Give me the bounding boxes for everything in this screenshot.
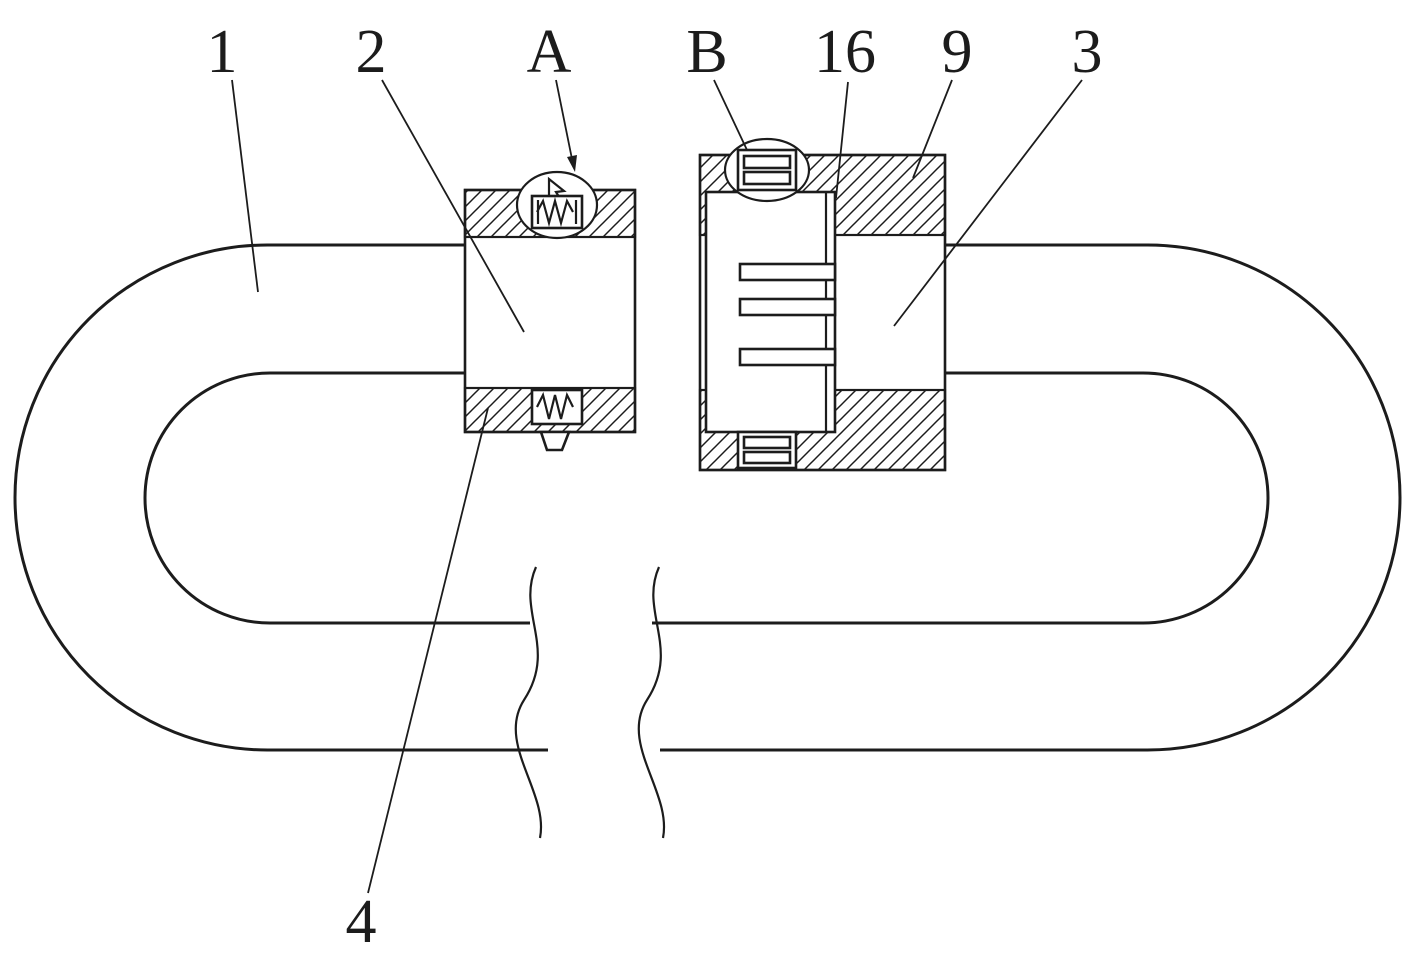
leader-line-4 <box>367 407 489 894</box>
reference-labels: 1 2 A B 16 9 3 4 <box>207 18 1103 955</box>
ring-inner-right-arc <box>1142 371 1270 625</box>
leader-line-9 <box>912 79 953 179</box>
leader-line-b <box>713 79 748 151</box>
chain-link-ring <box>13 243 1402 752</box>
break-line-left <box>514 566 543 839</box>
leader-lines <box>231 79 1083 894</box>
leader-line-a <box>555 79 574 165</box>
latch-tab-bottom <box>539 430 571 452</box>
detail-a-circle <box>515 170 599 240</box>
leader-line-2 <box>381 79 525 333</box>
ring-outer-left-arc <box>13 243 268 752</box>
ref-label-3: 3 <box>1072 18 1103 86</box>
thread-tooth-1 <box>738 262 837 282</box>
bearing-bottom-plate-2 <box>742 450 792 465</box>
thread-tooth-3 <box>738 347 837 367</box>
lock-nut-block <box>698 137 947 472</box>
ring-outer-right-arc <box>1147 243 1402 752</box>
leader-line-3 <box>893 79 1083 327</box>
ref-label-16: 16 <box>814 18 876 86</box>
ref-label-4: 4 <box>346 888 377 955</box>
ref-label-b: B <box>686 18 727 86</box>
bearing-top-plate-1 <box>742 154 792 170</box>
break-lines <box>514 566 666 839</box>
bearing-bottom-plate-1 <box>742 435 792 450</box>
break-line-right <box>637 566 666 839</box>
ring-inner-left-arc <box>143 371 271 625</box>
bearing-top-plate-2 <box>742 170 792 186</box>
ref-label-9: 9 <box>942 18 973 86</box>
ref-label-1: 1 <box>207 18 238 86</box>
gate-sleeve-block <box>463 170 637 452</box>
leader-line-16 <box>835 81 849 199</box>
spring-latch-bottom-coil <box>536 391 574 420</box>
leader-line-1 <box>231 79 259 293</box>
detail-b-circle <box>723 137 811 203</box>
ref-label-a: A <box>527 18 572 86</box>
thread-tooth-2 <box>738 297 837 317</box>
spring-latch-top-coil <box>536 196 574 228</box>
ref-label-2: 2 <box>356 18 387 86</box>
leader-arrowhead-a <box>567 155 577 172</box>
